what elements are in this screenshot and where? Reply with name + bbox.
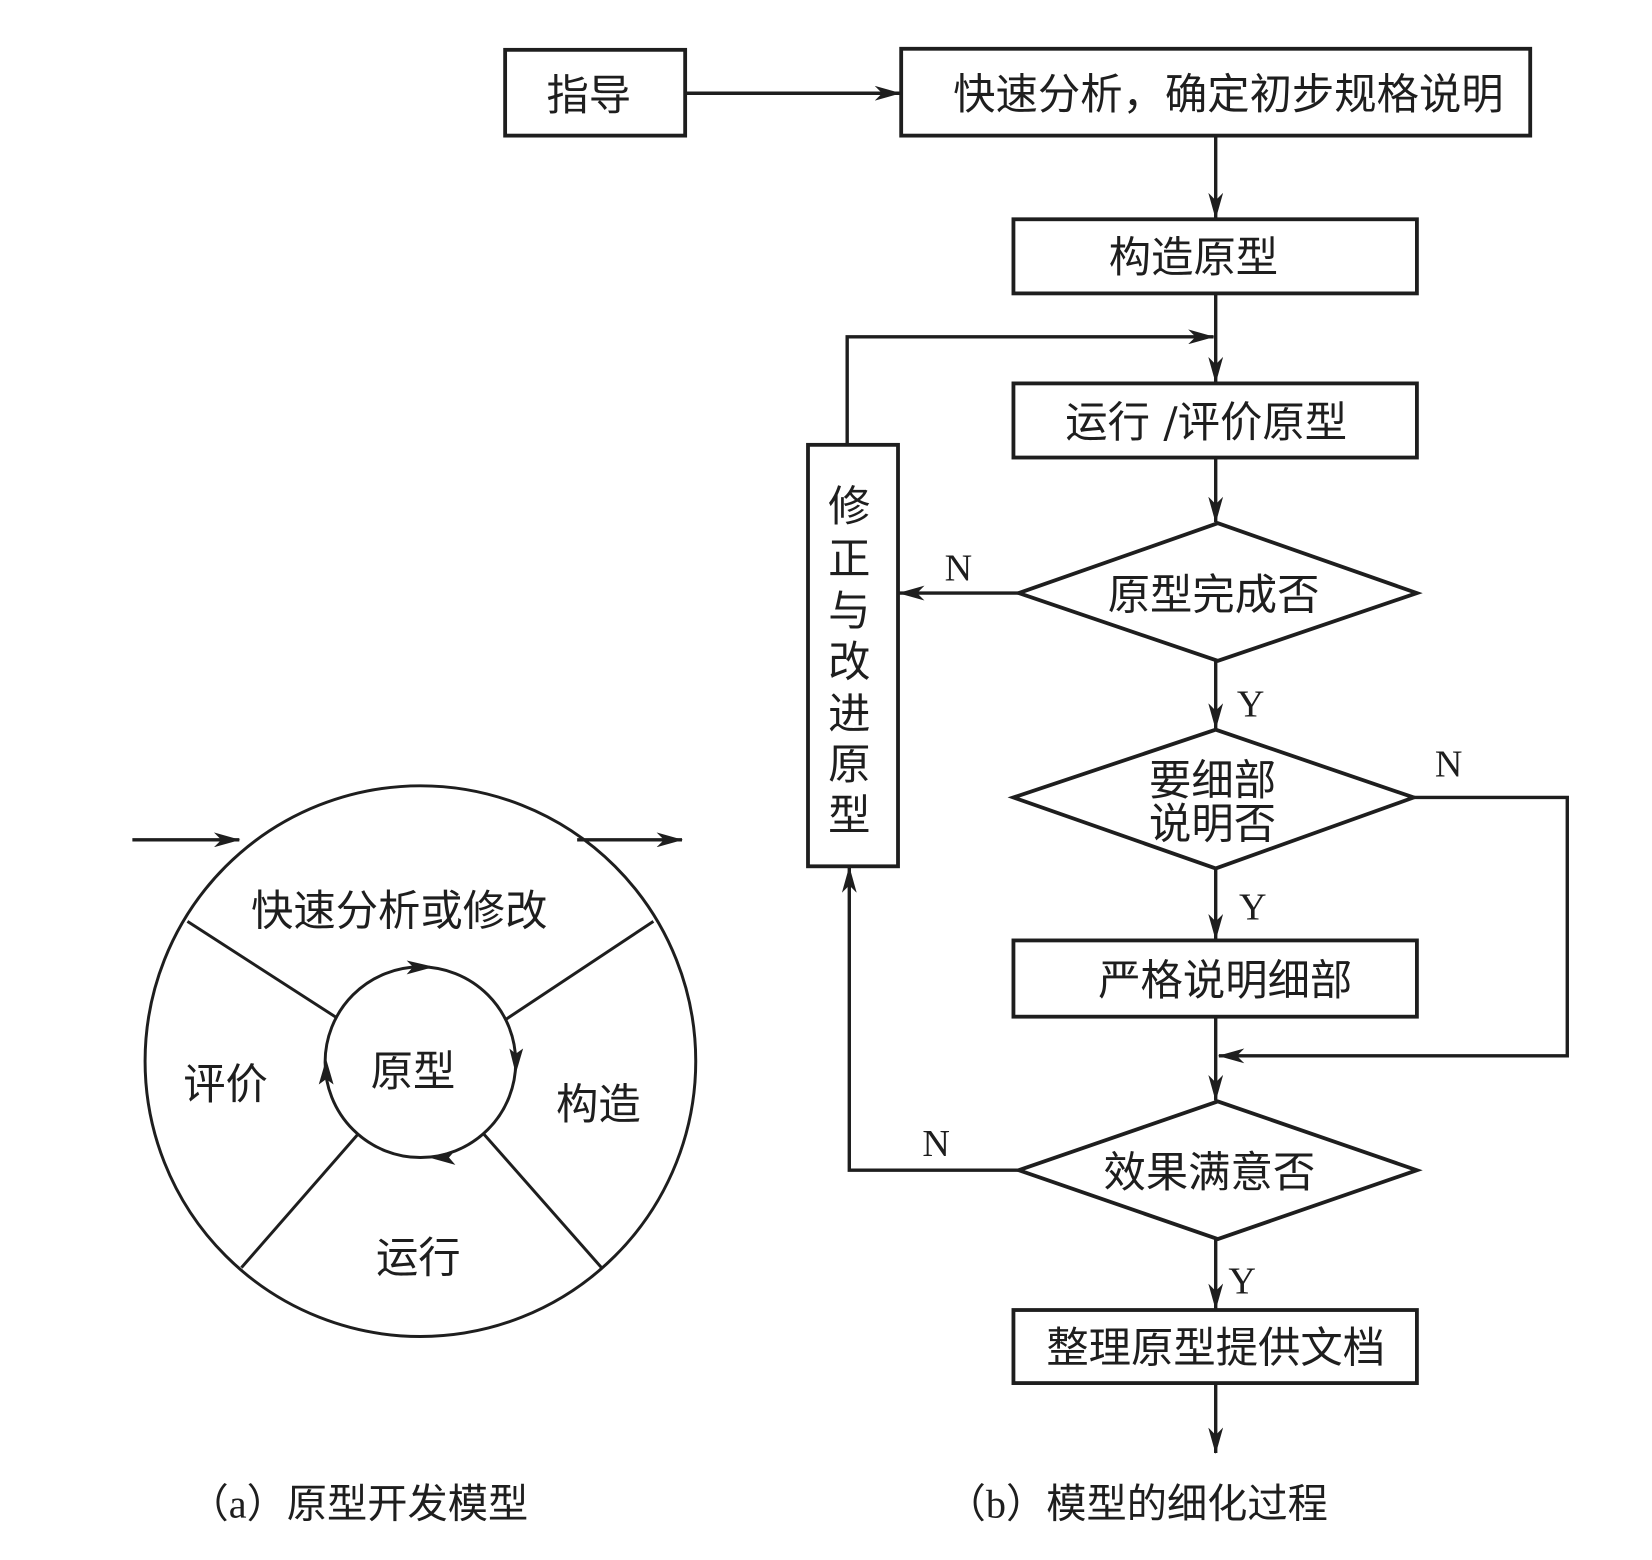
decision-satisfied-label: 效果满意否 — [1103, 1148, 1315, 1197]
segment-label-run: 运行 — [376, 1234, 461, 1283]
edge-label-satisfied-yes: Y — [1228, 1260, 1256, 1302]
revise-char: 改 — [828, 637, 870, 686]
caption-b: （b）模型的细化过程 — [946, 1481, 1328, 1526]
node-run-evaluate-label: 运行 /评价原型 — [1065, 398, 1347, 447]
caption-a: （a）原型开发模型 — [188, 1481, 528, 1526]
decision-complete-label: 原型完成否 — [1108, 571, 1320, 620]
cycle-arrow-bottom-icon — [428, 1150, 456, 1165]
node-build-prototype — [1011, 217, 1419, 296]
edge-revise-feedback — [845, 329, 1215, 445]
revise-char: 修 — [828, 482, 870, 531]
node-document — [1011, 1308, 1419, 1385]
node-document-label: 整理原型提供文档 — [1046, 1324, 1385, 1373]
decision-detail — [1007, 727, 1420, 871]
revise-char: 进 — [828, 689, 870, 738]
refinement-flowchart: 指导 快速分析，确定初步规格说明 构造原型 运行 /评价原型 原型完成否 修 正… — [503, 46, 1569, 1526]
decision-complete — [1012, 521, 1423, 663]
segment-label-build: 构造 — [556, 1080, 641, 1129]
node-quick-analysis — [899, 46, 1533, 138]
prototype-cycle-diagram: 快速分析或修改 评价 原型 构造 运行 （a）原型开发模型 — [132, 784, 698, 1526]
node-build-prototype-label: 构造原型 — [1109, 233, 1278, 282]
revise-char: 原 — [828, 740, 870, 789]
cycle-arrow-left-icon — [318, 1059, 334, 1085]
node-quick-analysis-label: 快速分析，确定初步规格说明 — [953, 70, 1503, 119]
decision-detail-label-line1: 要细部 — [1149, 756, 1276, 805]
segment-label-evaluate: 评价 — [183, 1060, 268, 1109]
revise-char: 与 — [828, 587, 870, 636]
edge-label-detail-yes: Y — [1239, 887, 1267, 929]
spoke-lower-left — [240, 1133, 360, 1269]
spoke-lower-right — [482, 1133, 603, 1269]
edge-detail-no — [1217, 795, 1569, 1064]
node-specify-detail-label: 严格说明细部 — [1098, 956, 1352, 1005]
edge-label-detail-no: N — [1435, 744, 1463, 786]
decision-satisfied — [1012, 1099, 1423, 1242]
node-specify-detail — [1011, 938, 1419, 1019]
cycle-arrow-top-icon — [406, 960, 435, 975]
node-guide — [503, 47, 688, 138]
center-label-prototype: 原型 — [371, 1047, 456, 1096]
node-revise-prototype — [806, 442, 900, 869]
edge-label-satisfied-no: N — [922, 1123, 950, 1165]
revise-char: 正 — [828, 535, 870, 584]
revise-char: 型 — [828, 791, 870, 840]
cycle-arrow-right-icon — [509, 1048, 524, 1074]
edge-label-complete-no: N — [945, 548, 973, 590]
edge-label-complete-yes: Y — [1237, 683, 1265, 725]
node-run-evaluate — [1011, 381, 1419, 460]
node-guide-label: 指导 — [546, 71, 631, 120]
spoke-upper-right — [504, 920, 655, 1022]
segment-label-quick-analysis: 快速分析或修改 — [251, 886, 547, 935]
decision-detail-label-line2: 说明否 — [1149, 799, 1276, 848]
edge-satisfied-no — [841, 866, 1019, 1172]
outer-ring — [143, 784, 698, 1338]
node-revise-prototype-label: 修 正 与 改 进 原 型 — [828, 482, 870, 840]
spoke-upper-left — [186, 920, 338, 1019]
